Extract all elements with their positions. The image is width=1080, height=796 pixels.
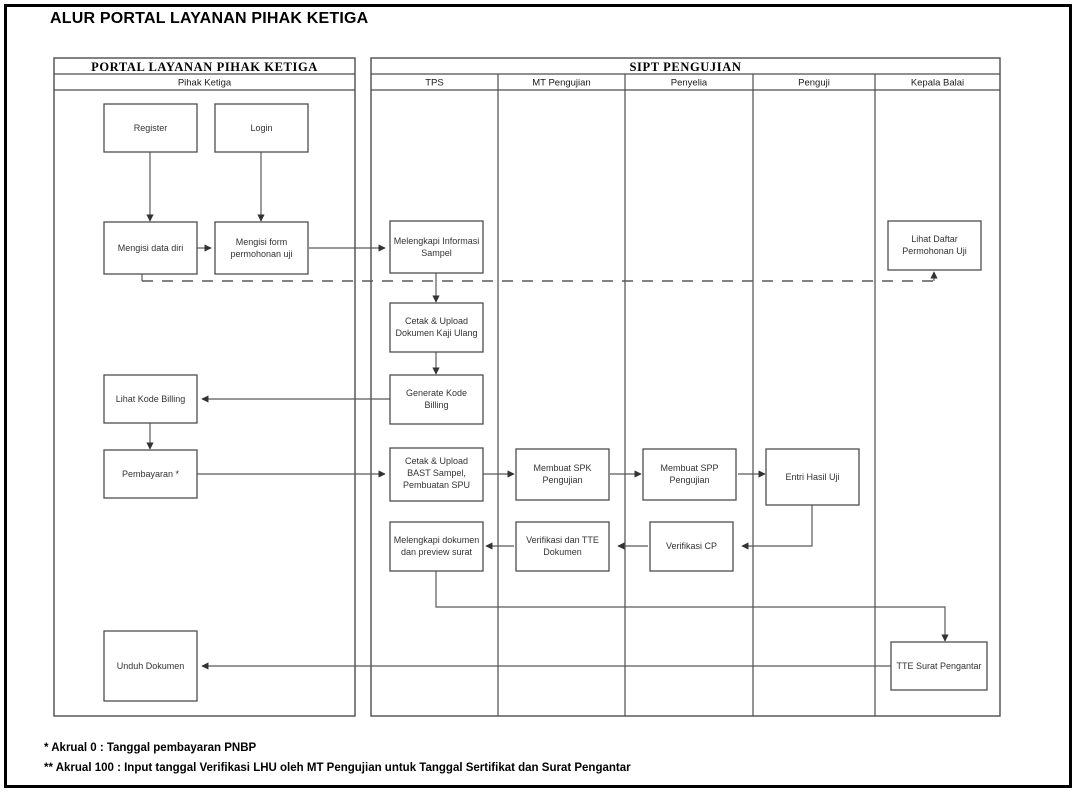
footnote-akrual-100: ** Akrual 100 : Input tanggal Verifikasi… <box>44 762 631 774</box>
node-entri-hasil-uji-label: Entri Hasil Uji <box>785 472 839 482</box>
node-pembayaran[interactable]: Pembayaran * <box>103 449 198 499</box>
node-login[interactable]: Login <box>214 103 309 153</box>
node-verifikasi-cp[interactable]: Verifikasi CP <box>649 521 734 572</box>
node-lihat-kode-billing[interactable]: Lihat Kode Billing <box>103 374 198 424</box>
node-login-label: Login <box>250 123 272 133</box>
node-tte-surat-pengantar[interactable]: TTE Surat Pengantar <box>890 641 988 691</box>
node-unduh-dokumen[interactable]: Unduh Dokumen <box>103 630 198 702</box>
connector-melengkapi-dokumen-to-tte-surat <box>435 571 949 642</box>
node-register[interactable]: Register <box>103 103 198 153</box>
connector-entri-hasil-uji-to-verifikasi-cp <box>741 505 813 550</box>
node-pembayaran-label: Pembayaran * <box>122 469 180 479</box>
page-frame <box>4 4 1072 788</box>
lane-header-mt-pengujian: MT Pengujian <box>532 78 590 89</box>
pool-portal-layanan-pihak-ketiga: PORTAL LAYANAN PIHAK KETIGA Pihak Ketiga <box>53 57 356 717</box>
node-tte-surat-label: TTE Surat Pengantar <box>896 661 981 671</box>
lane-header-penyelia: Penyelia <box>671 78 708 89</box>
footnote-akrual-0: * Akrual 0 : Tanggal pembayaran PNBP <box>44 742 257 754</box>
pool-title-sipt: SIPT PENGUJIAN <box>629 60 741 74</box>
node-verifikasi-cp-label: Verifikasi CP <box>666 541 717 551</box>
lane-header-penguji: Penguji <box>798 78 830 89</box>
connector-layer <box>141 152 949 670</box>
pool-title-portal: PORTAL LAYANAN PIHAK KETIGA <box>91 60 318 74</box>
node-mengisi-data-diri[interactable]: Mengisi data diri <box>103 221 198 275</box>
lane-header-kepala-balai: Kepala Balai <box>911 78 964 89</box>
lane-header-tps: TPS <box>425 78 443 89</box>
node-unduh-dokumen-label: Unduh Dokumen <box>117 661 185 671</box>
node-entri-hasil-uji[interactable]: Entri Hasil Uji <box>765 448 860 506</box>
node-mengisi-data-diri-label: Mengisi data diri <box>118 243 184 253</box>
lane-header-pihak-ketiga: Pihak Ketiga <box>178 78 232 89</box>
page-title: ALUR PORTAL LAYANAN PIHAK KETIGA <box>50 10 369 27</box>
node-lihat-kode-billing-label: Lihat Kode Billing <box>116 394 186 404</box>
node-register-label: Register <box>134 123 168 133</box>
